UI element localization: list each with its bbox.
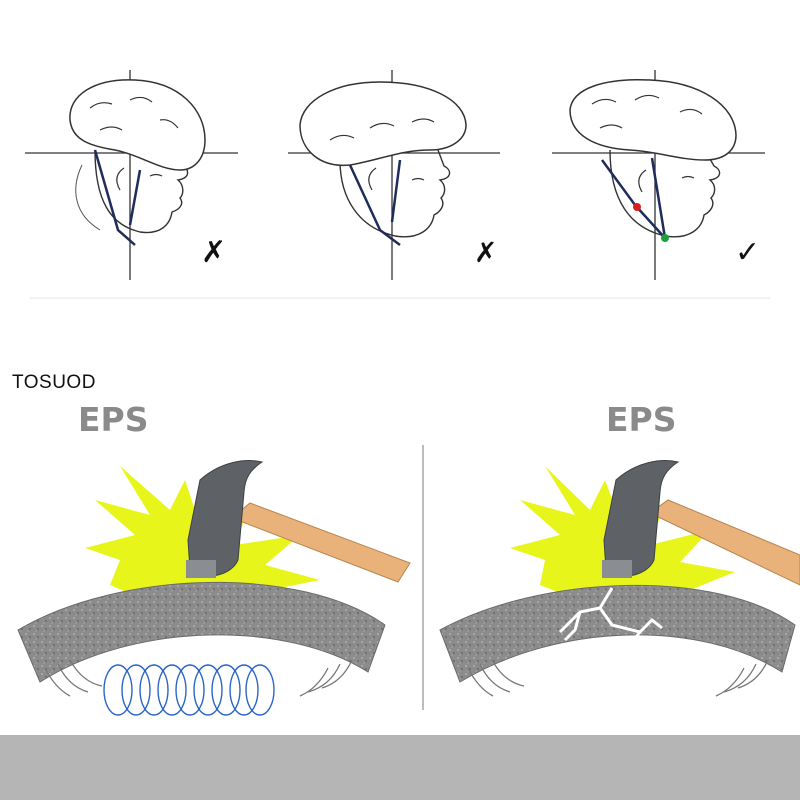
dissipation-arrows-right [467, 659, 769, 697]
impact-absorbs [17, 460, 411, 716]
foam-crack [558, 587, 663, 643]
eps-label-left: EPS [78, 400, 149, 439]
hammer-handle-left [231, 502, 411, 583]
fit-example-too-far-forward [288, 70, 500, 280]
strap-buckle-green [661, 234, 669, 242]
hammer-face-left [186, 560, 216, 578]
hammer-face-right [602, 560, 632, 578]
helmet-fit-illustrations: ✗ ✗ ✓ [25, 70, 770, 299]
impact-cracks [439, 460, 800, 697]
hammer-handle-right [649, 499, 800, 586]
strap-buckle-red [633, 203, 641, 211]
verdict-mark-1: ✗ [201, 235, 226, 270]
dissipation-arrows-left [44, 659, 353, 697]
verdict-mark-2: ✗ [474, 236, 497, 269]
fit-example-correct [552, 70, 765, 280]
impact-comparison-illustration [17, 445, 800, 716]
footer-band [0, 735, 800, 800]
eps-foam-shell-left [17, 581, 386, 683]
eps-foam-shell-right [439, 584, 796, 683]
brand-logo-text: TOSUOD [12, 372, 96, 393]
verdict-mark-3: ✓ [735, 235, 760, 270]
spring-coils [103, 664, 275, 716]
eps-label-right: EPS [606, 400, 677, 439]
fit-example-too-far-back [25, 70, 238, 280]
